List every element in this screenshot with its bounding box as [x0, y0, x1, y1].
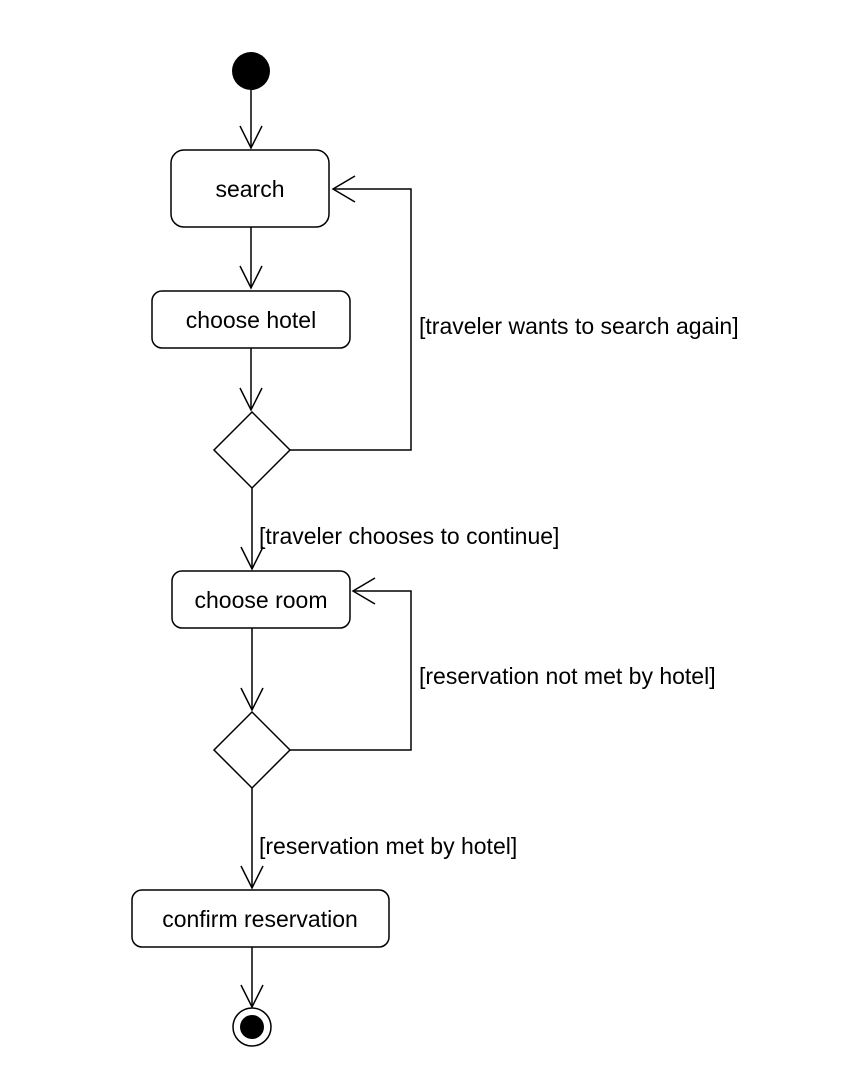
action-choose-room-label: choose room	[195, 587, 328, 613]
action-confirm-reservation: confirm reservation	[131, 889, 390, 948]
guard-met: [reservation met by hotel]	[259, 833, 517, 859]
action-search-label: search	[215, 176, 284, 202]
guard-search-again: [traveler wants to search again]	[419, 313, 739, 339]
guard-not-met: [reservation not met by hotel]	[419, 663, 716, 689]
decision-node-1	[212, 410, 292, 490]
flow-decision-1-to-search	[290, 175, 412, 451]
flow-initial-to-search	[239, 90, 263, 150]
action-confirm-reservation-label: confirm reservation	[162, 906, 358, 932]
flow-decision-1-to-choose-room	[240, 488, 264, 571]
flow-confirm-to-final	[240, 947, 264, 1009]
flow-decision-2-to-choose-room	[290, 577, 412, 751]
guard-continue: [traveler chooses to continue]	[259, 523, 559, 549]
decision-node-2	[212, 710, 292, 790]
action-search: search	[170, 149, 330, 228]
action-choose-hotel: choose hotel	[151, 290, 351, 349]
action-choose-room: choose room	[171, 570, 351, 629]
initial-node	[232, 52, 270, 90]
final-node	[232, 1007, 272, 1047]
flow-decision-2-to-confirm	[240, 788, 264, 890]
action-choose-hotel-label: choose hotel	[186, 307, 316, 333]
flow-choose-room-to-decision-2	[240, 628, 264, 712]
flow-search-to-choose-hotel	[239, 227, 263, 290]
flow-choose-hotel-to-decision-1	[239, 348, 263, 412]
